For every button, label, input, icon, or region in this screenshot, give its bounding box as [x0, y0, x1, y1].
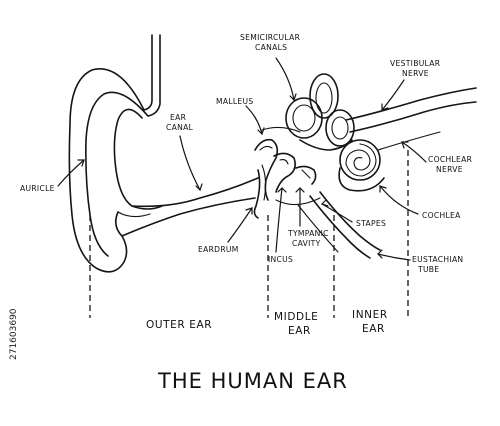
label-eustachian-tube-2: TUBE [417, 265, 439, 274]
nerve-drawing [345, 87, 477, 151]
label-tympanic-cavity-1: TYMPANIC [287, 229, 329, 238]
label-ear-canal-1: EAR [170, 113, 187, 122]
label-eustachian-tube-1: EUSTACHIAN [412, 255, 463, 264]
eustachian-tube-drawing [297, 191, 381, 259]
inner-ear-drawing [285, 73, 385, 192]
label-tympanic-cavity-2: CAVITY [292, 239, 321, 248]
section-middle-ear-1: MIDDLE [274, 311, 318, 323]
label-semicircular-canals-2: CANALS [255, 43, 287, 52]
section-outer-ear: OUTER EAR [146, 319, 212, 331]
stock-id-watermark: 271603690 [9, 308, 19, 360]
label-malleus: MALLEUS [216, 97, 253, 106]
diagram-labels: SEMICIRCULAR CANALS VESTIBULAR NERVE MAL… [9, 33, 473, 393]
label-eardrum: EARDRUM [198, 245, 239, 254]
label-stapes: STAPES [356, 219, 386, 228]
diagram-title: THE HUMAN EAR [157, 369, 348, 393]
label-cochlear-nerve-1: COCHLEAR [428, 155, 473, 164]
section-middle-ear-2: EAR [288, 325, 311, 337]
section-dividers [89, 150, 409, 318]
label-cochlear-nerve-2: NERVE [436, 165, 463, 174]
label-auricle: AURICLE [20, 184, 55, 193]
label-incus: INCUS [268, 255, 293, 264]
ear-canal-drawing [121, 177, 259, 237]
label-semicircular-canals-1: SEMICIRCULAR [240, 33, 301, 42]
label-vestibular-nerve-1: VESTIBULAR [390, 59, 441, 68]
middle-ear-drawing [253, 126, 321, 219]
auricle-drawing [68, 34, 163, 273]
label-cochlea: COCHLEA [422, 211, 461, 220]
label-ear-canal-2: CANAL [166, 123, 194, 132]
leader-arrows [57, 57, 427, 261]
section-inner-ear-1: INNER [352, 309, 388, 321]
section-inner-ear-2: EAR [362, 323, 385, 335]
label-vestibular-nerve-2: NERVE [402, 69, 429, 78]
